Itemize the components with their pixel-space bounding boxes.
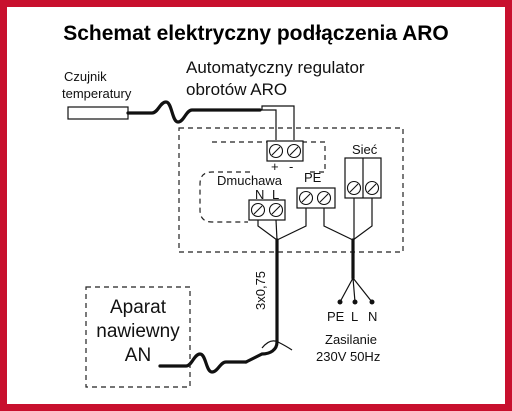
blower-n-label: N <box>255 187 264 202</box>
sensor-label-line1: Czujnik <box>64 69 107 84</box>
cable-spec-label: 3x0,75 <box>253 271 268 310</box>
cable-gland <box>261 340 293 351</box>
sensor-cable <box>126 100 262 124</box>
supply-pe-point <box>337 299 343 305</box>
wire-blower-n <box>257 220 278 241</box>
device-label-line3: AN <box>125 345 151 366</box>
supply-n-label: N <box>368 309 377 324</box>
page-title: Schemat elektryczny podłączenia ARO <box>63 22 449 45</box>
blower-label: Dmuchawa <box>217 173 283 188</box>
device-label-line1: Aparat <box>110 297 167 318</box>
supply-label-line1: Zasilanie <box>325 332 377 347</box>
supply-l-point <box>352 299 358 305</box>
wire-network-n <box>352 198 373 241</box>
pe-terminal-label: PE <box>304 170 322 185</box>
device-label-line2: nawiewny <box>96 321 180 342</box>
sensor-wire-plus <box>260 109 277 140</box>
sensor-wire-minus <box>261 105 295 140</box>
regulator-enclosure <box>178 127 404 253</box>
supply-l-label: L <box>351 309 358 324</box>
supply-n-point <box>369 299 375 305</box>
blower-l-label: L <box>272 187 279 202</box>
network-label: Sieć <box>352 142 378 157</box>
regulator-label-line2: obrotów ARO <box>186 80 287 99</box>
wire-pe-to-blower <box>276 208 307 241</box>
supply-label-line2: 230V 50Hz <box>316 349 380 364</box>
regulator-label-line1: Automatyczny regulator <box>186 58 365 77</box>
device-cable <box>158 352 248 374</box>
pe-terminal-block <box>296 187 336 209</box>
device-box <box>85 286 191 388</box>
supply-fan-out <box>339 277 373 303</box>
sensor-label-line2: temperatury <box>62 86 132 101</box>
network-terminal-block <box>344 157 382 199</box>
terminal-plus-label: + <box>271 159 279 174</box>
blower-terminal-block <box>248 199 286 221</box>
wire-pe-to-supply <box>323 208 354 241</box>
wire-blower-l <box>275 219 278 241</box>
sensor-probe <box>67 106 129 120</box>
terminal-minus-label: - <box>289 159 293 174</box>
sensor-terminal-block: + - <box>266 140 304 174</box>
supply-pe-label: PE <box>327 309 345 324</box>
temperature-sensor: Czujnik temperatury <box>62 69 132 120</box>
